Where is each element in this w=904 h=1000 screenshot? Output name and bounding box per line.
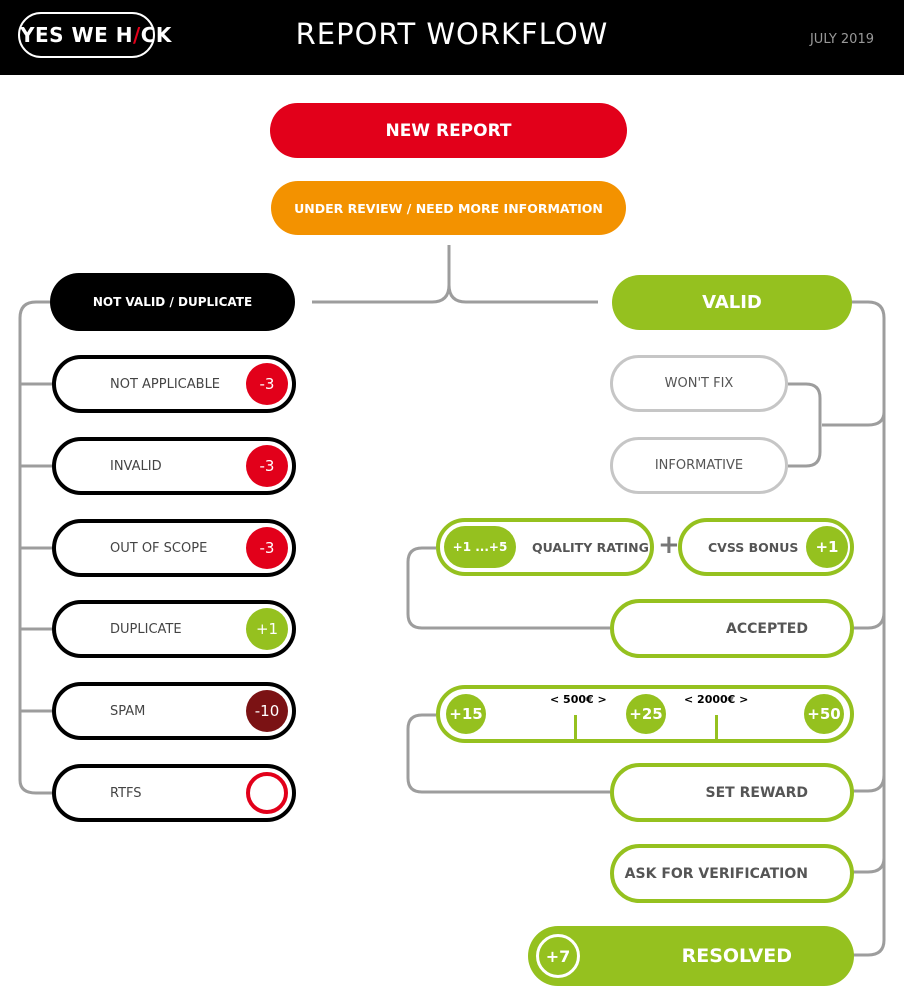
quality-range-badge: +1 ...+5 bbox=[444, 526, 516, 568]
points-badge: -10 bbox=[246, 690, 288, 732]
points-value: -3 bbox=[259, 539, 275, 557]
quality-rating-node: +1 ...+5 QUALITY RATING bbox=[436, 518, 654, 576]
valid-label: VALID bbox=[702, 292, 762, 313]
logo-slash: / bbox=[132, 23, 141, 47]
threshold-label: < 2000€ > bbox=[684, 693, 749, 706]
duplicate-node: DUPLICATE +1 bbox=[52, 600, 296, 658]
reward-level-badge: +15 bbox=[446, 694, 486, 734]
reward-scale-node: +15 +25 +50 < 500€ > < 2000€ > bbox=[436, 685, 854, 743]
new-report-node: NEW REPORT bbox=[270, 103, 627, 158]
points-value: -3 bbox=[259, 457, 275, 475]
under-review-node: UNDER REVIEW / NEED MORE INFORMATION bbox=[271, 181, 626, 235]
wont-fix-label: WON'T FIX bbox=[664, 376, 734, 391]
logo-text: YES WE H bbox=[20, 23, 133, 47]
under-review-label: UNDER REVIEW / NEED MORE INFORMATION bbox=[294, 200, 603, 216]
threshold-label: < 500€ > bbox=[550, 693, 607, 706]
wont-fix-node: WON'T FIX bbox=[610, 355, 788, 412]
quality-range-value: +1 ...+5 bbox=[452, 540, 508, 554]
not-applicable-node: NOT APPLICABLE -3 bbox=[52, 355, 296, 413]
valid-node: VALID bbox=[612, 275, 852, 330]
resolved-node: +7 RESOLVED bbox=[528, 926, 854, 986]
informative-node: INFORMATIVE bbox=[610, 437, 788, 494]
rtfs-node: RTFS bbox=[52, 764, 296, 822]
reward-level-badge: +25 bbox=[626, 694, 666, 734]
informative-label: INFORMATIVE bbox=[654, 458, 744, 473]
points-badge: -3 bbox=[246, 445, 288, 487]
plus-sign: + bbox=[658, 530, 680, 560]
set-reward-label: SET REWARD bbox=[705, 784, 808, 801]
ask-verification-node: ASK FOR VERIFICATION bbox=[610, 844, 854, 903]
points-value: -10 bbox=[254, 702, 280, 720]
threshold-tick bbox=[715, 715, 718, 739]
resolved-points-value: +7 bbox=[545, 946, 571, 966]
ask-verification-label: ASK FOR VERIFICATION bbox=[624, 865, 808, 882]
logo-text-end: CK bbox=[140, 23, 172, 47]
points-badge: -3 bbox=[246, 363, 288, 405]
set-reward-node: SET REWARD bbox=[610, 763, 854, 822]
reward-level-value: +25 bbox=[629, 705, 663, 723]
not-valid-label: NOT VALID / DUPLICATE bbox=[92, 295, 253, 309]
points-value: +1 bbox=[255, 620, 279, 638]
not-valid-node: NOT VALID / DUPLICATE bbox=[50, 273, 295, 331]
invalid-node: INVALID -3 bbox=[52, 437, 296, 495]
page-title: REPORT WORKFLOW bbox=[295, 17, 609, 51]
duplicate-label: DUPLICATE bbox=[110, 621, 182, 637]
spam-node: SPAM -10 bbox=[52, 682, 296, 740]
empty-ring-icon bbox=[246, 772, 288, 814]
quality-rating-label: QUALITY RATING bbox=[532, 539, 649, 555]
new-report-label: NEW REPORT bbox=[385, 120, 512, 141]
reward-level-badge: +50 bbox=[804, 694, 844, 734]
reward-level-value: +15 bbox=[449, 705, 483, 723]
cvss-bonus-label: CVSS BONUS bbox=[708, 539, 799, 555]
out-of-scope-label: OUT OF SCOPE bbox=[110, 540, 208, 556]
header-bar: YES WE H/CK REPORT WORKFLOW JULY 2019 bbox=[0, 0, 904, 75]
rtfs-label: RTFS bbox=[110, 785, 142, 801]
yeswehack-logo: YES WE H/CK bbox=[18, 12, 171, 58]
points-badge: +1 bbox=[246, 608, 288, 650]
points-value: +1 bbox=[815, 538, 839, 556]
out-of-scope-node: OUT OF SCOPE -3 bbox=[52, 519, 296, 577]
accepted-node: ACCEPTED bbox=[610, 599, 854, 658]
accepted-label: ACCEPTED bbox=[726, 620, 808, 637]
invalid-label: INVALID bbox=[110, 458, 162, 474]
resolved-label: RESOLVED bbox=[681, 945, 792, 967]
points-value: -3 bbox=[259, 375, 275, 393]
date-label: JULY 2019 bbox=[809, 32, 874, 47]
cvss-bonus-node: CVSS BONUS +1 bbox=[678, 518, 854, 576]
points-badge: -3 bbox=[246, 527, 288, 569]
threshold-tick bbox=[574, 715, 577, 739]
points-badge: +1 bbox=[806, 526, 848, 568]
not-applicable-label: NOT APPLICABLE bbox=[110, 376, 221, 392]
resolved-points-badge: +7 bbox=[536, 934, 580, 978]
spam-label: SPAM bbox=[110, 703, 146, 719]
reward-level-value: +50 bbox=[807, 705, 841, 723]
